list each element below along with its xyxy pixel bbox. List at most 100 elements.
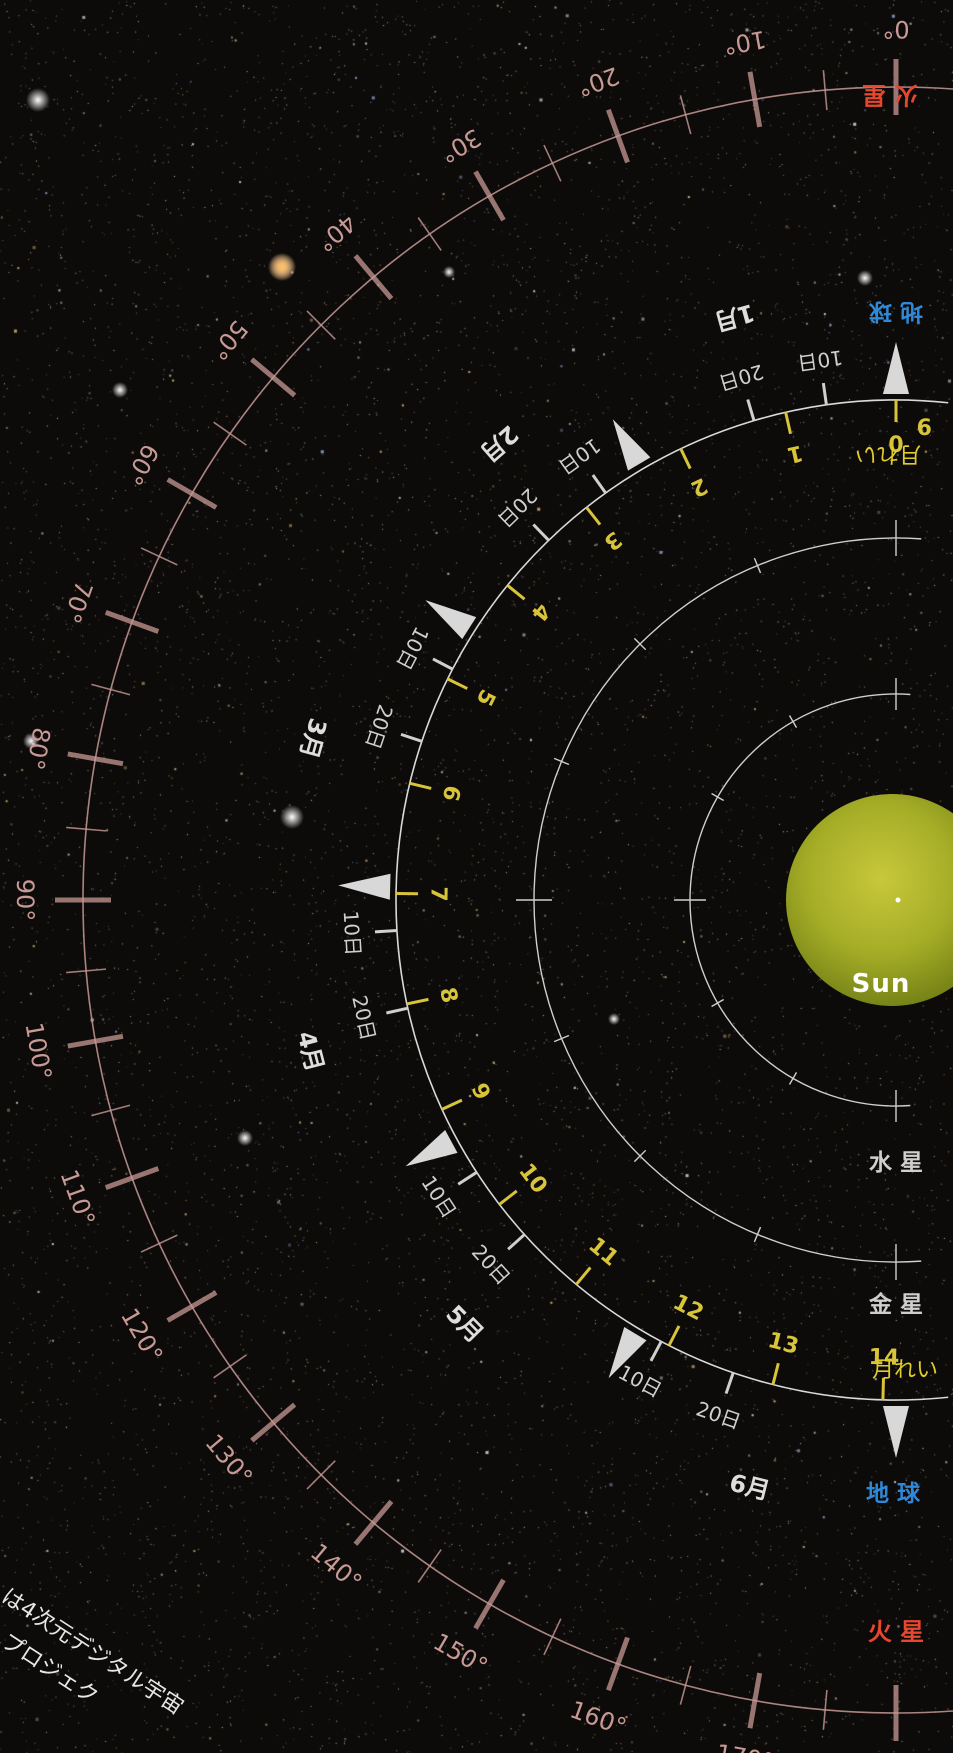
day-tick <box>507 1233 526 1251</box>
venus-tick <box>553 1034 570 1043</box>
mars-minor-tick <box>679 95 692 135</box>
moon-day-label: 4 <box>526 598 555 626</box>
mars-degree-label: 50° <box>204 315 253 366</box>
mars-minor-tick <box>91 1104 131 1117</box>
month-arrow <box>608 1327 647 1379</box>
mars-minor-tick <box>91 683 131 696</box>
day-label: 20日 <box>693 1397 744 1434</box>
sun-disc <box>786 794 953 1006</box>
mars-major-tick <box>747 71 763 128</box>
mars-major-tick <box>747 1672 763 1729</box>
day-label: 20日 <box>361 702 398 753</box>
mars-minor-tick <box>417 1549 442 1583</box>
moon-day-label: 14 <box>868 1345 899 1371</box>
mars-minor-tick <box>213 1354 247 1379</box>
venus-tick <box>753 1226 762 1243</box>
day-tick <box>724 1372 735 1395</box>
mars-major-tick <box>250 357 297 398</box>
moon-day-label: 11 <box>583 1233 623 1272</box>
moon-day-label: 1 <box>785 439 805 467</box>
sun-label: Sun <box>852 969 911 999</box>
day-tick <box>746 399 756 422</box>
mars-major-tick <box>353 254 394 301</box>
moon-day-tick <box>498 1189 518 1206</box>
mars-degree-label: 70° <box>57 577 98 627</box>
month-label: 3月 <box>294 715 332 762</box>
moon-day-tick <box>667 1325 681 1347</box>
moon-day-tick <box>784 411 792 435</box>
moon-day-tick <box>406 997 429 1006</box>
venus-tick <box>753 557 762 574</box>
earth-orbit-ring <box>395 399 949 1401</box>
month-arrow <box>405 1130 458 1167</box>
moon-day-tick <box>585 506 602 526</box>
mercury-label: 水 星 <box>869 1150 923 1176</box>
mars-minor-tick <box>66 826 107 832</box>
mars-degree-label: 150° <box>428 1628 492 1681</box>
venus-tick <box>633 637 647 651</box>
sun-center-dot <box>895 897 901 903</box>
mars-minor-tick <box>679 1665 692 1705</box>
mars-degree-label: 120° <box>115 1303 168 1367</box>
month-arrow <box>883 1406 909 1458</box>
mars-minor-tick <box>543 1618 562 1656</box>
mars-degree-label: 130° <box>199 1429 258 1491</box>
mercury-orbit-group <box>674 678 911 1122</box>
venus-tick <box>553 757 570 766</box>
mars-major-tick <box>166 477 218 510</box>
month-arrow <box>612 419 651 471</box>
moon-day-label: 9 <box>917 412 932 437</box>
month-arrow <box>883 342 909 394</box>
moon-day-label: 10 <box>513 1159 551 1199</box>
mars-major-tick <box>67 1033 124 1049</box>
moon-day-label: 2 <box>687 472 712 501</box>
mars-degree-label: 160° <box>566 1695 630 1741</box>
mars-major-tick <box>166 1290 218 1323</box>
month-arrow <box>425 600 477 640</box>
month-label: 1月 <box>711 298 758 336</box>
month-arrow <box>338 873 391 900</box>
mars-minor-tick <box>306 1460 336 1490</box>
mercury-tick <box>711 998 725 1008</box>
mars-minor-tick <box>66 968 107 974</box>
mars-degree-label: 20° <box>573 61 623 102</box>
moon-day-label: 7 <box>425 886 450 902</box>
day-tick <box>821 382 828 406</box>
day-tick <box>591 474 607 494</box>
day-label: 10日 <box>391 623 433 674</box>
moon-day-label: 12 <box>669 1290 708 1326</box>
mars-major-tick <box>67 751 124 767</box>
venus-orbit-group <box>516 520 922 1280</box>
day-label: 10日 <box>796 345 844 375</box>
mars-major-tick <box>473 170 506 222</box>
moon-day-tick <box>409 781 432 790</box>
mars-degree-label: 170° <box>714 1739 776 1753</box>
moon-age-label-top: 月れい <box>855 441 921 466</box>
mars-major-tick <box>250 1402 297 1443</box>
earth-label-bottom: 地 球 <box>866 1481 921 1507</box>
mars-minor-tick <box>822 70 828 111</box>
mars-degree-label: 60° <box>119 439 165 490</box>
moon-day-label: 13 <box>765 1328 801 1360</box>
venus-label: 金 星 <box>868 1291 923 1318</box>
mars-degree-label: 40° <box>311 208 362 257</box>
moon-day-tick <box>441 1098 463 1111</box>
day-label: 10日 <box>614 1360 665 1403</box>
day-label: 10日 <box>416 1171 461 1222</box>
mars-minor-tick <box>543 144 562 182</box>
mars-degree-label: 90° <box>11 879 39 922</box>
mars-major-tick <box>104 610 160 634</box>
day-tick <box>400 732 423 743</box>
day-tick <box>457 1171 478 1186</box>
mars-label-top: 火 星 <box>862 81 918 109</box>
mars-degree-label: 100° <box>19 1020 57 1082</box>
moon-day-label: 9 <box>466 1080 495 1104</box>
earth-label-top: 地 球 <box>868 298 923 324</box>
moon-day-tick <box>575 1266 592 1286</box>
sun-group: Sun <box>786 794 953 1006</box>
mars-label-bottom: 火 星 <box>868 1618 924 1646</box>
mars-major-tick <box>473 1578 506 1630</box>
day-tick <box>386 1006 409 1015</box>
mars-degree-label: 140° <box>305 1538 367 1597</box>
mars-major-tick <box>606 1636 630 1692</box>
